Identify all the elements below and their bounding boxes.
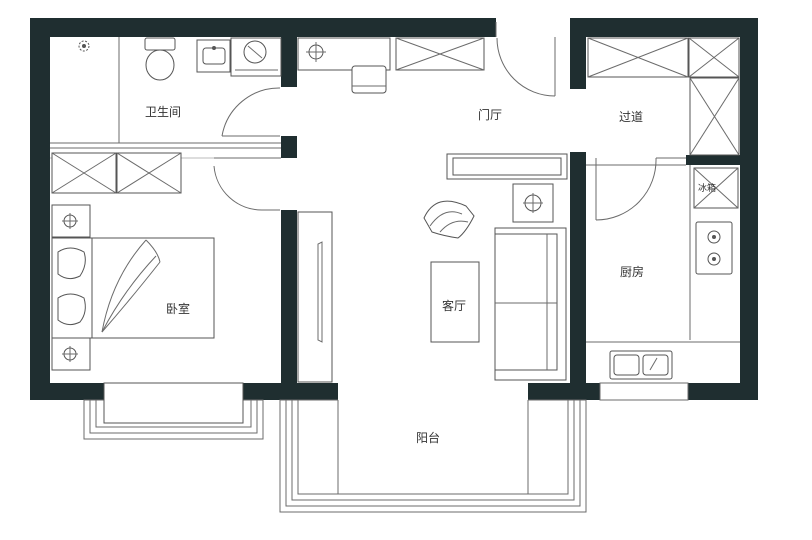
wall-top-right bbox=[570, 18, 758, 37]
foyer-stool-top bbox=[306, 42, 326, 62]
bath-sink-icon bbox=[196, 39, 231, 73]
tv-icon bbox=[317, 241, 323, 343]
coffee-table bbox=[430, 261, 480, 343]
balcony-label: 阳台 bbox=[416, 430, 440, 445]
foyer-cabinet bbox=[395, 37, 485, 71]
wall-kitchen-left-upper bbox=[570, 37, 586, 89]
bedroom-label: 卧室 bbox=[166, 301, 190, 316]
nightstand-top bbox=[51, 204, 91, 238]
wall-kitchen-top bbox=[686, 155, 740, 165]
living-balcony bbox=[279, 383, 587, 513]
bathroom-fixtures bbox=[78, 37, 282, 81]
kitchen-label: 厨房 bbox=[620, 264, 644, 279]
wall-left bbox=[30, 18, 50, 400]
washing-machine-icon bbox=[230, 37, 282, 77]
bedroom-bay-window bbox=[83, 382, 264, 440]
bathroom-door-swing bbox=[221, 87, 281, 137]
partitions bbox=[50, 37, 740, 343]
corridor-label: 过道 bbox=[619, 110, 643, 124]
wall-bottom-living bbox=[524, 383, 600, 400]
bedroom-door-swing bbox=[213, 165, 263, 211]
wall-top-left bbox=[30, 18, 496, 37]
wall-center-mid bbox=[281, 136, 297, 158]
bedroom-furniture bbox=[51, 204, 215, 371]
bathroom-label: 卫生间 bbox=[145, 105, 181, 119]
kitchen-fixtures bbox=[599, 167, 739, 401]
lounge-chair-icon bbox=[423, 200, 475, 239]
kitchen-sink-icon bbox=[609, 350, 673, 380]
living-furniture bbox=[297, 153, 568, 383]
doors bbox=[213, 22, 686, 221]
foyer-label: 门厅 bbox=[478, 107, 502, 122]
room-labels: 卫生间 门厅 过道 卧室 客厅 厨房 阳台 冰箱 bbox=[145, 105, 716, 445]
wall-bottom-kitchen bbox=[688, 383, 758, 400]
bedroom-wardrobe bbox=[51, 152, 182, 194]
shower-icon bbox=[78, 40, 90, 52]
kitchen-door-swing bbox=[595, 157, 657, 221]
nightstand-bottom bbox=[51, 337, 91, 371]
stove-icon bbox=[695, 221, 733, 275]
wall-center-lower bbox=[281, 210, 297, 400]
bed-icon bbox=[51, 237, 215, 339]
wall-right bbox=[740, 18, 758, 400]
toilet-icon bbox=[144, 37, 176, 81]
foyer-furniture bbox=[297, 37, 485, 94]
walls bbox=[30, 18, 758, 400]
sofa-icon bbox=[494, 227, 567, 381]
living-room-label: 客厅 bbox=[442, 298, 466, 313]
corridor-cabinets bbox=[587, 37, 740, 156]
fridge-label: 冰箱 bbox=[698, 182, 716, 194]
foyer-stool bbox=[351, 65, 387, 94]
wall-bottom-bedroom bbox=[30, 383, 104, 400]
side-table bbox=[512, 183, 554, 223]
wall-center-upper bbox=[281, 37, 297, 87]
fridge-icon bbox=[693, 167, 739, 209]
tv-cabinet bbox=[297, 211, 333, 383]
wall-kitchen-left-lower bbox=[570, 152, 586, 383]
entrance-door-swing bbox=[496, 37, 556, 97]
